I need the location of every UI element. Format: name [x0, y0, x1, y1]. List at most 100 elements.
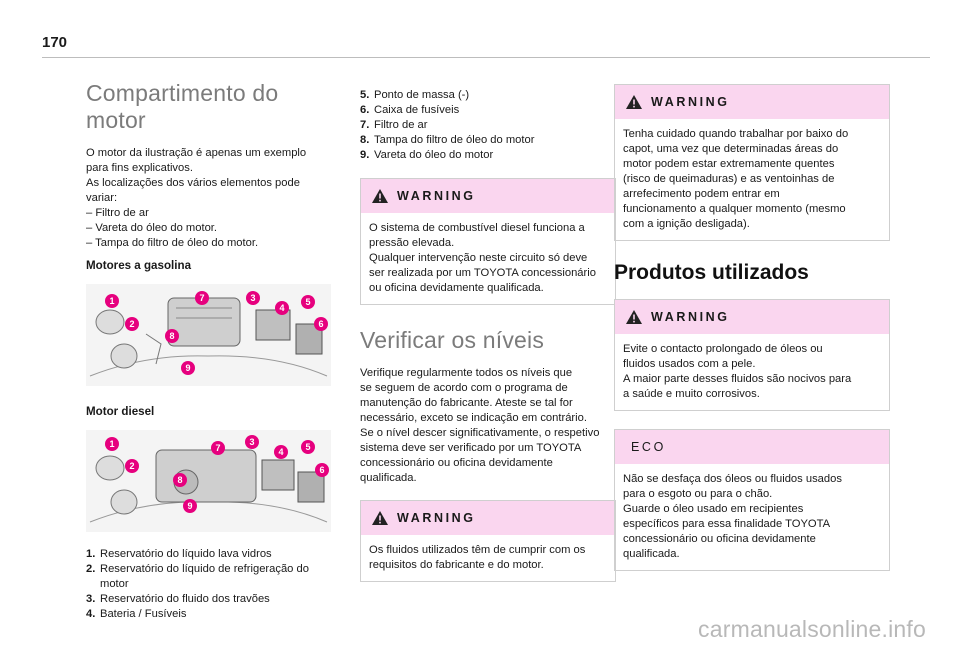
marker-label: 7 [215, 443, 220, 453]
intro-line: – Filtro de ar [86, 207, 149, 219]
warning-box-diesel-pressure: WARNING O sistema de combustível diesel … [360, 178, 616, 305]
warning-body: Os fluidos utilizados têm de cumprir com… [361, 535, 615, 581]
list-item: 9.Vareta do óleo do motor [360, 149, 494, 161]
warning-line: a saúde e muito corrosivos. [623, 388, 760, 400]
marker-label: 7 [199, 293, 204, 303]
section-title-engine-compartment: Compartimento do motor [86, 80, 279, 133]
intro-text: O motor da ilustração é apenas um exempl… [86, 146, 331, 251]
intro-line: variar: [86, 192, 118, 204]
intro-line: – Vareta do óleo do motor. [86, 222, 218, 234]
marker-label: 4 [279, 303, 284, 313]
intro-line: para fins explicativos. [86, 162, 193, 174]
list-item: 2.Reservatório do líquido de refrigeraçã… [86, 563, 309, 575]
warning-line: capot, uma vez que determinadas áreas do [623, 143, 839, 155]
eco-body: Não se desfaça dos óleos ou fluidos usad… [615, 464, 889, 570]
warning-line: com a ignição desligada). [623, 218, 750, 230]
marker-label: 9 [185, 363, 190, 373]
intro-line: – Tampa do filtro de óleo do motor. [86, 237, 259, 249]
warning-line: funcionamento a qualquer momento (mesmo [623, 203, 846, 215]
petrol-engine-illustration: 1 2 3 4 5 6 7 8 9 [86, 284, 331, 386]
marker-label: 1 [109, 296, 114, 306]
warning-box-fluids-requirements: WARNING Os fluidos utilizados têm de cum… [360, 500, 616, 582]
check-levels-body: Verifique regularmente todos os níveis q… [360, 366, 616, 486]
marker-label: 6 [318, 319, 323, 329]
marker-label: 5 [305, 442, 310, 452]
eco-line: para o esgoto ou para o chão. [623, 488, 773, 500]
warning-line: Os fluidos utilizados têm de cumprir com… [369, 544, 586, 556]
eco-line: Não se desfaça dos óleos ou fluidos usad… [623, 473, 842, 485]
warning-label: WARNING [397, 511, 476, 525]
warning-line: motor podem estar extremamente quentes [623, 158, 835, 170]
list-item: motor [100, 578, 129, 590]
list-item: 6.Caixa de fusíveis [360, 104, 460, 116]
warning-header: WARNING [361, 179, 615, 213]
marker-label: 8 [177, 475, 182, 485]
list-item: 4.Bateria / Fusíveis [86, 608, 187, 620]
warning-line: Evite o contacto prolongado de óleos ou [623, 343, 823, 355]
petrol-engine-heading: Motores a gasolina [86, 259, 192, 272]
warning-triangle-icon [372, 511, 388, 525]
intro-line: As localizações dos vários elementos pod… [86, 177, 300, 189]
warning-triangle-icon [626, 95, 642, 109]
warning-body: Tenha cuidado quando trabalhar por baixo… [615, 119, 889, 240]
marker-label: 2 [129, 461, 134, 471]
component-list-2: 5.Ponto de massa (-) 6.Caixa de fusíveis… [360, 88, 616, 163]
marker-label: 3 [250, 293, 255, 303]
column-3: WARNING Tenha cuidado quando trabalhar p… [614, 84, 890, 571]
warning-line: ou oficina devidamente qualificada. [369, 282, 544, 294]
warning-label: WARNING [651, 310, 730, 324]
diesel-engine-heading: Motor diesel [86, 405, 155, 418]
body-line: concessionário ou oficina devidamente [360, 457, 553, 469]
warning-line: ser realizada por um TOYOTA concessionár… [369, 267, 596, 279]
section-title-products-used: Produtos utilizados [614, 261, 809, 284]
warning-line: (risco de queimaduras) e as ventoinhas d… [623, 173, 835, 185]
eco-box: ECO Não se desfaça dos óleos ou fluidos … [614, 429, 890, 571]
eco-line: específicos para essa finalidade TOYOTA [623, 518, 831, 530]
marker-label: 8 [169, 331, 174, 341]
marker-label: 4 [278, 447, 283, 457]
eco-header: ECO [615, 430, 889, 464]
marker-label: 3 [249, 437, 254, 447]
warning-body: O sistema de combustível diesel funciona… [361, 213, 615, 304]
intro-line: O motor da ilustração é apenas um exempl… [86, 147, 307, 159]
component-list-1: 1.Reservatório do líquido lava vidros 2.… [86, 547, 331, 622]
warning-line: arrefecimento podem entrar em [623, 188, 780, 200]
list-item: 1.Reservatório do líquido lava vidros [86, 548, 272, 560]
body-line: se seguem de acordo com o programa de [360, 382, 568, 394]
warning-triangle-icon [626, 310, 642, 324]
warning-header: WARNING [361, 501, 615, 535]
list-item: 3.Reservatório do fluido dos travões [86, 593, 270, 605]
body-line: qualificada. [360, 472, 417, 484]
body-line: Verifique regularmente todos os níveis q… [360, 367, 573, 379]
diesel-engine-illustration: 1 2 3 4 5 6 7 8 9 [86, 430, 331, 532]
warning-triangle-icon [372, 189, 388, 203]
warning-header: WARNING [615, 300, 889, 334]
warning-box-hot-engine: WARNING Tenha cuidado quando trabalhar p… [614, 84, 890, 241]
warning-body: Evite o contacto prolongado de óleos ou … [615, 334, 889, 410]
eco-line: concessionário ou oficina devidamente [623, 533, 816, 545]
column-1: Compartimento do motor O motor da ilustr… [86, 80, 331, 622]
top-divider [42, 57, 930, 58]
watermark: carmanualsonline.info [698, 616, 926, 642]
warning-line: fluidos usados com a pele. [623, 358, 756, 370]
warning-line: requisitos do fabricante e do motor. [369, 559, 544, 571]
body-line: Se o nível descer significativamente, o … [360, 427, 600, 439]
list-item: 5.Ponto de massa (-) [360, 89, 470, 101]
section-title-check-levels: Verificar os níveis [360, 327, 545, 353]
eco-line: Guarde o óleo usado em recipientes [623, 503, 804, 515]
warning-label: WARNING [397, 189, 476, 203]
column-2: 5.Ponto de massa (-) 6.Caixa de fusíveis… [360, 88, 616, 582]
body-line: necessário, exceto se indicação em contr… [360, 412, 587, 424]
eco-line: qualificada. [623, 548, 680, 560]
warning-header: WARNING [615, 85, 889, 119]
body-line: manutenção do fabricante. Ateste se tal … [360, 397, 573, 409]
eco-label: ECO [631, 440, 666, 454]
page-number: 170 [42, 34, 68, 51]
marker-label: 2 [129, 319, 134, 329]
list-item: 7.Filtro de ar [360, 119, 428, 131]
body-line: sistema deve ser verificado por um TOYOT… [360, 442, 582, 454]
marker-label: 1 [109, 439, 114, 449]
marker-label: 6 [319, 465, 324, 475]
warning-label: WARNING [651, 95, 730, 109]
warning-line: Qualquer intervenção neste circuito só d… [369, 252, 588, 264]
